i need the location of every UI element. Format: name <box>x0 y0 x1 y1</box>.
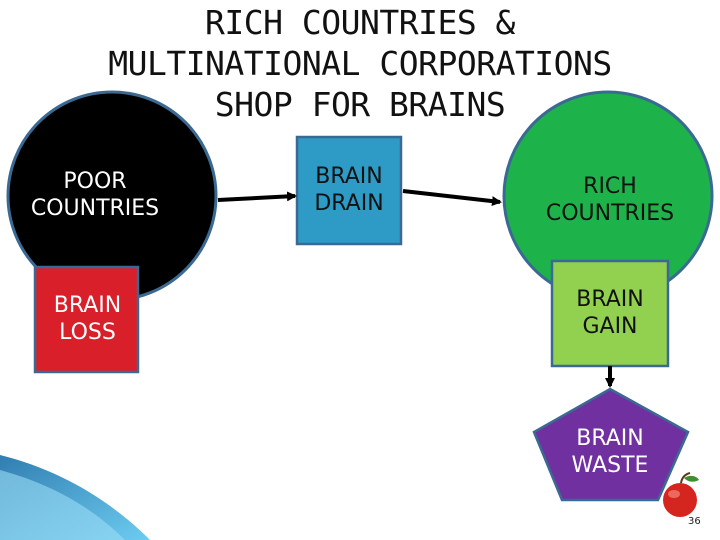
brain-waste-label: BRAIN WASTE <box>571 426 649 478</box>
slide-number: 36 <box>688 516 701 527</box>
brain-drain-label: BRAIN DRAIN <box>314 164 384 216</box>
brain-drain-box <box>295 135 403 246</box>
title-line-2: MULTINATIONAL CORPORATIONS <box>108 44 612 83</box>
apple-icon <box>663 472 699 517</box>
brain-loss-box <box>33 265 140 374</box>
title-line-3: SHOP FOR BRAINS <box>214 85 506 124</box>
brain-waste-pentagon <box>532 387 690 502</box>
slide-title: RICH COUNTRIES & MULTINATIONAL CORPORATI… <box>0 2 720 125</box>
poor-countries-label: POOR COUNTRIES <box>30 169 160 221</box>
arrow-drain-to-rich <box>402 189 502 207</box>
brain-loss-label: BRAIN LOSS <box>53 293 122 345</box>
brain-gain-label: BRAIN GAIN <box>576 287 644 339</box>
rich-countries-label: RICH COUNTRIES <box>545 174 675 226</box>
decorative-swoosh-light <box>0 470 125 540</box>
title-line-1: RICH COUNTRIES & <box>205 3 515 42</box>
arrow-poor-to-drain <box>217 191 297 202</box>
